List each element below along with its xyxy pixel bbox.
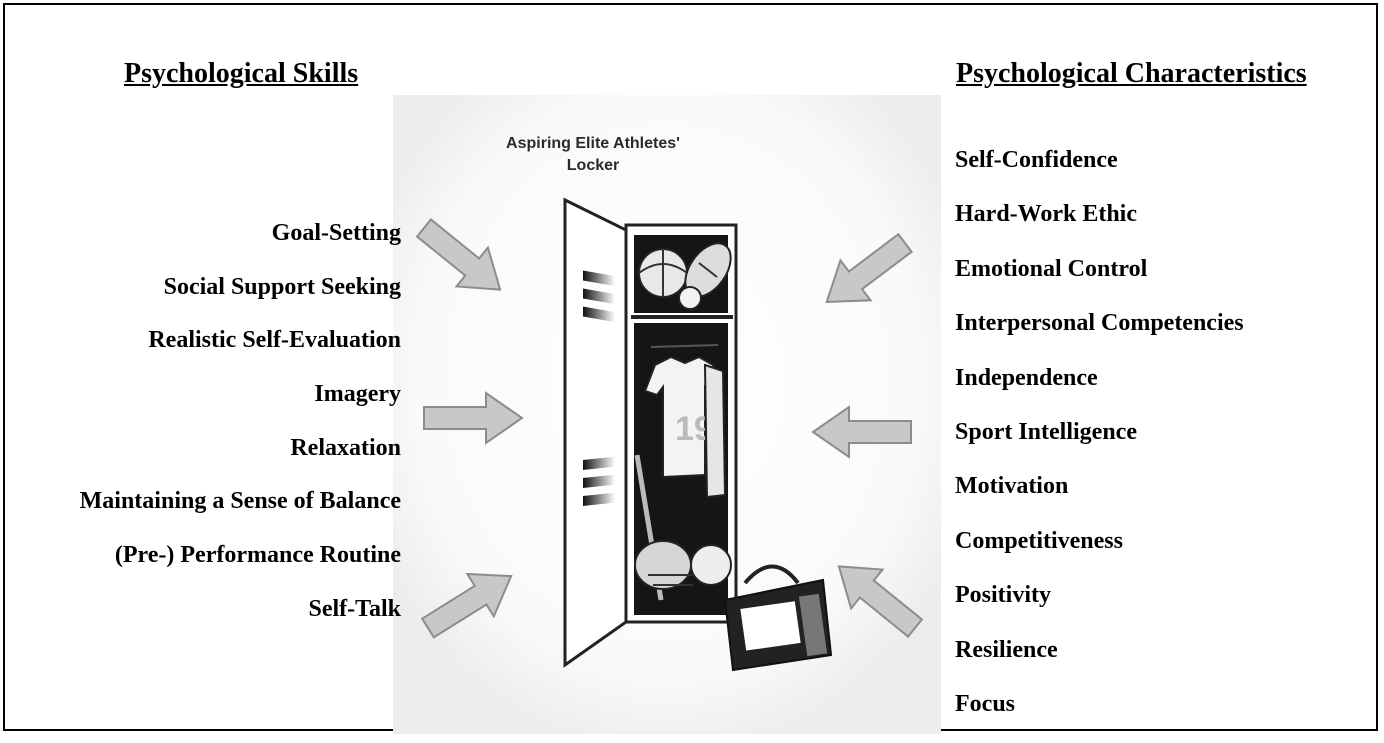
skill-item: Realistic Self-Evaluation	[148, 327, 401, 354]
characteristic-item: Sport Intelligence	[955, 418, 1137, 445]
characteristic-item: Self-Confidence	[955, 147, 1118, 173]
characteristic-item: Emotional Control	[955, 255, 1148, 282]
skill-item: Imagery	[314, 381, 401, 408]
skill-item: Relaxation	[290, 434, 401, 461]
illustration-title-line2: Locker	[566, 157, 620, 174]
baseball-icon	[678, 286, 702, 310]
characteristic-item: Positivity	[955, 582, 1051, 609]
skills-list: Goal-Setting Social Support Seeking Real…	[80, 218, 401, 648]
jersey-icon: 19	[643, 344, 727, 499]
characteristic-item: Focus	[955, 690, 1015, 717]
skill-item: Self-Talk	[308, 595, 401, 622]
characteristic-item: Competitiveness	[955, 527, 1123, 554]
characteristic-item: Motivation	[955, 473, 1069, 500]
characteristics-heading: Psychological Characteristics	[956, 58, 1307, 89]
skill-item: (Pre-) Performance Routine	[114, 542, 401, 569]
skills-heading: Psychological Skills	[124, 58, 359, 89]
characteristic-item: Interpersonal Competencies	[955, 310, 1244, 337]
skill-item: Maintaining a Sense of Balance	[79, 488, 401, 515]
skill-item: Social Support Seeking	[163, 273, 401, 300]
characteristic-item: Hard-Work Ethic	[955, 201, 1138, 228]
locker-door	[563, 197, 628, 668]
ball-icon	[638, 248, 688, 298]
illustration-title-line1: Aspiring Elite Athletes'	[506, 135, 680, 152]
basketball-icon	[690, 544, 732, 586]
helmet-icon	[634, 540, 693, 590]
gym-bag-icon	[723, 564, 833, 672]
locker-illustration: 19	[393, 95, 941, 734]
characteristic-item: Independence	[955, 364, 1098, 391]
characteristic-item: Resilience	[955, 636, 1058, 663]
skill-item: Goal-Setting	[271, 220, 401, 246]
characteristics-list: Self-Confidence Hard-Work Ethic Emotiona…	[955, 145, 1244, 743]
